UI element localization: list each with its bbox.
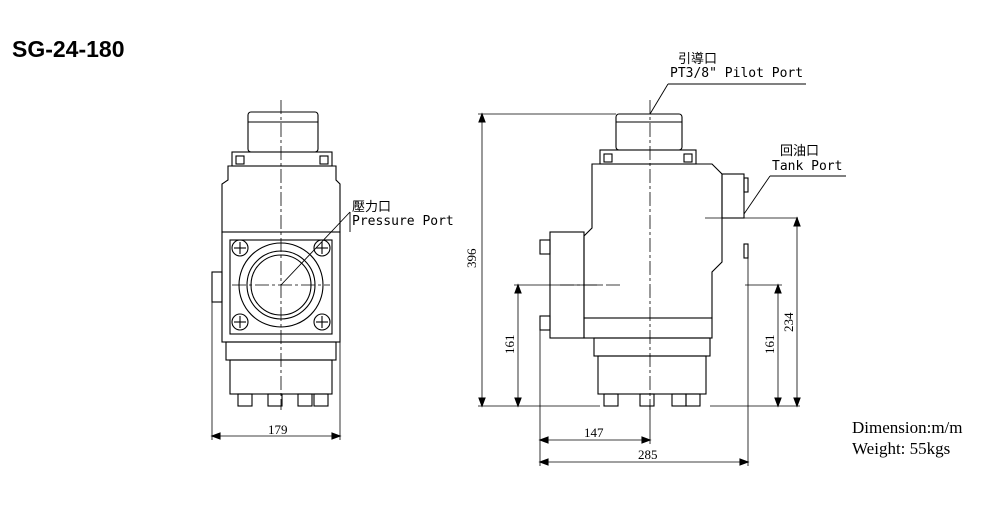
tank-port-cn-label: 回油口	[780, 144, 820, 159]
side-main-body	[583, 163, 723, 319]
dimension-unit-note: Dimension:m/m	[852, 418, 963, 437]
side-top-cap	[615, 113, 683, 151]
pilot-port-cn-label: 引導口	[678, 52, 718, 67]
dim-285-label: 285	[638, 447, 658, 462]
front-top-cap	[247, 111, 319, 153]
tank-port-boss	[721, 173, 745, 219]
pressure-port-en-label: Pressure Port	[352, 214, 454, 229]
tank-port-en-label: Tank Port	[772, 159, 843, 174]
dim-161-right-label: 161	[762, 335, 777, 355]
dim-396-label: 396	[464, 248, 479, 268]
pilot-port-en-label: PT3/8" Pilot Port	[670, 66, 804, 81]
dim-161-left-label: 161	[502, 335, 517, 355]
dim-234-label: 234	[781, 312, 796, 332]
side-view	[478, 83, 846, 466]
model-title: SG-24-180	[12, 36, 125, 62]
weight-note: Weight: 55kgs	[852, 439, 951, 458]
front-top-flange	[231, 151, 333, 167]
front-view	[210, 100, 351, 440]
dim-147-label: 147	[584, 425, 604, 440]
pressure-port-cn-label: 壓力口	[352, 200, 392, 215]
dim-179-label: 179	[268, 422, 288, 437]
